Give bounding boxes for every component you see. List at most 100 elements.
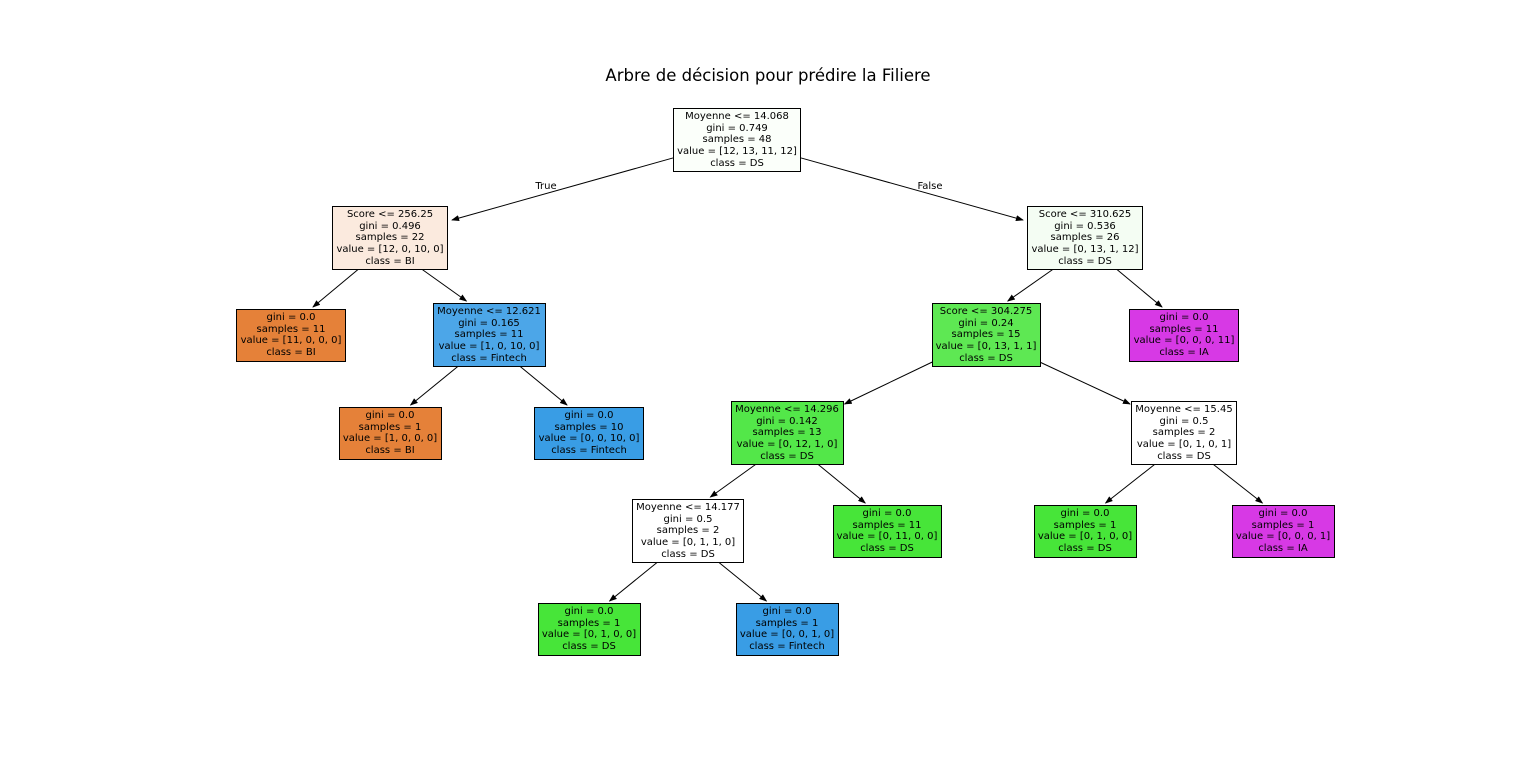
node-text-line: class = BI <box>266 347 316 359</box>
node-text-line: gini = 0.5 <box>663 513 713 525</box>
tree-edge-n3-n5 <box>518 364 568 406</box>
tree-edge-n8-n9 <box>709 462 758 498</box>
node-text-line: gini = 0.0 <box>1258 508 1308 519</box>
node-text-line: samples = 26 <box>1050 232 1120 244</box>
node-text-line: samples = 1 <box>557 617 621 629</box>
node-text-line: samples = 1 <box>755 617 819 629</box>
node-text-line: Moyenne <= 14.177 <box>636 502 740 513</box>
node-text-line: gini = 0.496 <box>359 220 421 232</box>
node-text-line: gini = 0.0 <box>365 410 415 421</box>
node-text-line: class = Fintech <box>551 445 627 457</box>
node-text-line: gini = 0.0 <box>862 508 912 519</box>
tree-edge-n7-n13 <box>1039 361 1131 405</box>
node-text-line: samples = 11 <box>256 323 326 335</box>
node-text-line: class = BI <box>365 255 415 267</box>
node-text-line: class = DS <box>1157 450 1211 462</box>
node-text-line: value = [0, 1, 1, 0] <box>640 537 736 549</box>
node-text-line: samples = 11 <box>852 519 922 531</box>
node-text-line: Moyenne <= 12.621 <box>437 306 541 317</box>
node-text-line: samples = 15 <box>951 329 1021 341</box>
node-text-line: Score <= 310.625 <box>1038 209 1132 220</box>
node-text-line: gini = 0.0 <box>762 606 812 617</box>
tree-edge-n0-n1 <box>451 157 674 221</box>
tree-edge-n1-n3 <box>419 267 468 302</box>
node-text-line: samples = 11 <box>1149 323 1219 335</box>
node-text-line: class = BI <box>365 445 415 457</box>
node-text-line: samples = 1 <box>358 421 422 433</box>
node-text-line: Moyenne <= 14.068 <box>685 111 789 122</box>
tree-edge-n13-n15 <box>1211 462 1264 504</box>
node-text-line: Score <= 256.25 <box>346 209 434 220</box>
node-text-line: class = DS <box>661 548 715 560</box>
node-text-line: value = [0, 11, 0, 0] <box>836 531 938 543</box>
node-text-line: samples = 2 <box>1152 427 1216 439</box>
node-text-line: class = DS <box>959 352 1013 364</box>
node-text-line: value = [12, 13, 11, 12] <box>677 146 797 158</box>
node-text-line: gini = 0.0 <box>1060 508 1110 519</box>
node-text-line: value = [1, 0, 10, 0] <box>438 341 540 353</box>
node-text-line: samples = 22 <box>355 232 425 244</box>
tree-edge-n7-n8 <box>843 361 933 405</box>
node-text-line: Moyenne <= 15.45 <box>1135 404 1233 415</box>
node-text-line: gini = 0.536 <box>1054 220 1116 232</box>
node-text-line: gini = 0.0 <box>564 410 614 421</box>
node-text-line: class = DS <box>1058 255 1112 267</box>
node-text-line: class = IA <box>1258 543 1308 555</box>
tree-edge-n6-n7 <box>1006 267 1056 302</box>
node-text-line: samples = 13 <box>752 427 822 439</box>
node-text-line: value = [0, 1, 0, 1] <box>1136 439 1232 451</box>
node-text-line: samples = 48 <box>702 134 772 146</box>
tree-edge-n1-n2 <box>312 267 361 308</box>
node-text-line: class = DS <box>562 641 616 653</box>
chart-title: Arbre de décision pour prédire la Filier… <box>605 66 931 85</box>
node-text-line: value = [11, 0, 0, 0] <box>240 335 342 347</box>
node-text-line: value = [0, 13, 1, 12] <box>1031 244 1139 256</box>
node-text-line: gini = 0.0 <box>564 606 614 617</box>
node-text-line: value = [0, 0, 0, 11] <box>1133 335 1235 347</box>
edge-label-false: False <box>917 181 942 192</box>
node-text-line: value = [0, 12, 1, 0] <box>736 439 838 451</box>
node-text-line: gini = 0.142 <box>756 415 818 427</box>
node-text-line: class = DS <box>710 157 764 169</box>
tree-edge-n9-n11 <box>716 560 768 602</box>
node-text-line: value = [0, 1, 0, 0] <box>1037 531 1133 543</box>
node-text-line: samples = 1 <box>1053 519 1117 531</box>
tree-edge-n13-n14 <box>1104 462 1157 504</box>
node-text-line: class = Fintech <box>451 352 527 364</box>
node-text-line: gini = 0.5 <box>1159 415 1209 427</box>
node-text-line: value = [0, 0, 0, 1] <box>1235 531 1331 543</box>
node-text-line: gini = 0.165 <box>458 317 520 329</box>
node-text-line: Score <= 304.275 <box>939 306 1033 317</box>
node-text-line: class = DS <box>860 543 914 555</box>
node-text-line: samples = 11 <box>454 329 524 341</box>
node-text-line: class = IA <box>1159 347 1209 359</box>
node-text-line: value = [0, 1, 0, 0] <box>541 629 637 641</box>
tree-edge-n6-n16 <box>1114 267 1163 308</box>
node-text-line: samples = 1 <box>1251 519 1315 531</box>
node-text-line: value = [0, 0, 1, 0] <box>739 629 835 641</box>
node-text-line: samples = 10 <box>554 421 624 433</box>
node-text-line: gini = 0.0 <box>1159 312 1209 323</box>
tree-edge-n9-n10 <box>608 560 660 602</box>
tree-edge-n8-n12 <box>816 462 866 504</box>
node-text-line: class = DS <box>1058 543 1112 555</box>
node-text-line: value = [12, 0, 10, 0] <box>336 244 444 256</box>
node-text-line: Moyenne <= 14.296 <box>735 404 839 415</box>
